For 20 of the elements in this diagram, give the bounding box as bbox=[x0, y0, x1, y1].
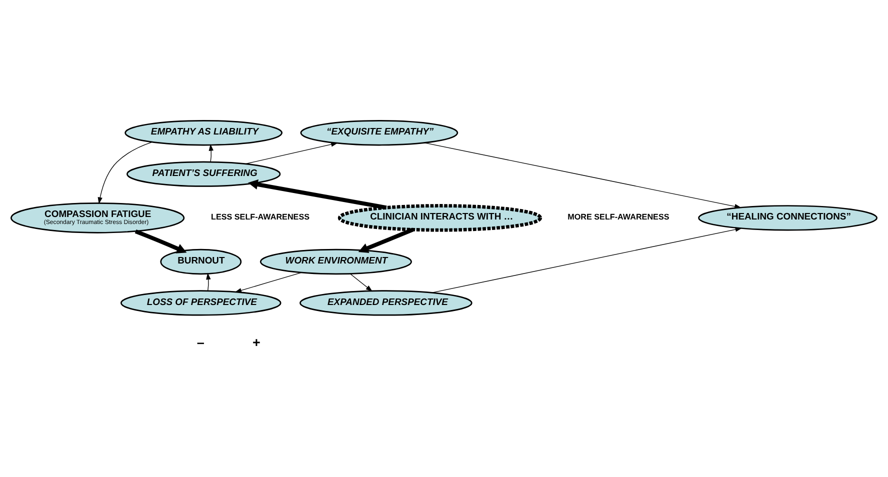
arrow bbox=[350, 273, 373, 292]
node-ellipse: CLINICIAN INTERACTS WITH … bbox=[338, 204, 542, 232]
node-ellipse: EMPATHY AS LIABILITY bbox=[124, 120, 283, 146]
node-ellipse: LOSS OF PERSPECTIVE bbox=[120, 290, 282, 316]
arrow bbox=[206, 272, 211, 292]
arrow bbox=[432, 227, 742, 294]
arrow bbox=[208, 144, 214, 162]
arrow bbox=[134, 229, 187, 254]
arrow bbox=[424, 142, 742, 209]
arrow bbox=[248, 179, 387, 210]
arrow bbox=[234, 272, 302, 293]
label: + bbox=[252, 334, 260, 350]
node-ellipse: WORK ENVIRONMENT bbox=[260, 248, 412, 275]
node-ellipse: BURNOUT bbox=[160, 248, 242, 275]
label: – bbox=[196, 334, 204, 350]
arrow bbox=[98, 142, 153, 204]
arrow bbox=[358, 228, 414, 253]
node-ellipse: PATIENT’S SUFFERING bbox=[126, 161, 281, 187]
node-ellipse: EXPANDED PERSPECTIVE bbox=[300, 290, 472, 316]
arrow bbox=[245, 142, 338, 164]
